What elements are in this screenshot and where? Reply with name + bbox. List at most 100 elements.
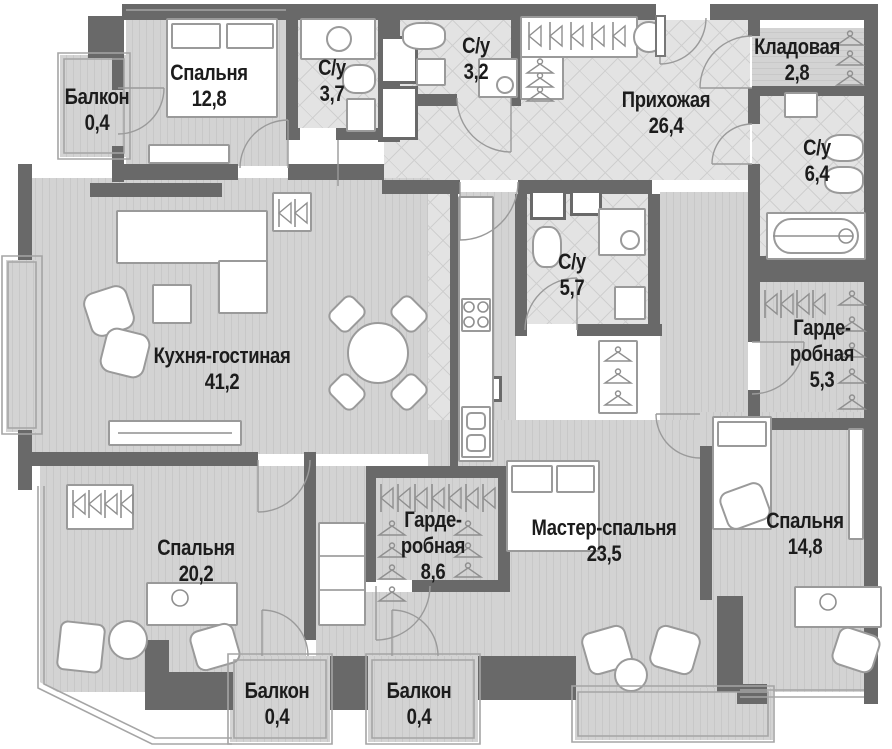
room-label-wardrobe-2: Гарде-робная 8,6 bbox=[386, 507, 480, 585]
wall bbox=[286, 14, 298, 136]
shelf-unit bbox=[318, 522, 366, 626]
sink bbox=[346, 98, 376, 132]
wall bbox=[864, 4, 878, 704]
wall bbox=[748, 390, 760, 420]
room-label-kitchen-living: Кухня-гостиная 41,2 bbox=[154, 343, 291, 395]
closet bbox=[598, 340, 638, 414]
sink-basin bbox=[466, 434, 486, 452]
room-area: 3,2 bbox=[463, 59, 489, 84]
room-name: Кухня-гостиная bbox=[153, 343, 291, 368]
room-area: 3,7 bbox=[319, 81, 345, 106]
room-area: 14,8 bbox=[787, 534, 823, 559]
pillow bbox=[556, 465, 595, 493]
wall bbox=[145, 672, 233, 710]
room-name: Прихожая bbox=[621, 87, 711, 112]
wall bbox=[90, 183, 222, 197]
wall bbox=[18, 164, 32, 260]
pouf bbox=[633, 21, 665, 53]
wall bbox=[648, 194, 660, 336]
sofa bbox=[116, 210, 268, 264]
wall bbox=[304, 452, 316, 640]
room-label-balcony-bottom-2: Балкон 0,4 bbox=[387, 678, 452, 730]
room-area: 5,3 bbox=[809, 367, 835, 392]
desk bbox=[794, 586, 882, 628]
wall bbox=[288, 164, 384, 180]
wall bbox=[717, 596, 743, 692]
room-name: Гарде-робная bbox=[400, 507, 466, 558]
toilet bbox=[824, 134, 864, 162]
wall bbox=[748, 164, 760, 342]
floor-bay-window bbox=[6, 260, 38, 432]
wall bbox=[122, 164, 238, 180]
wall bbox=[22, 452, 258, 466]
vent-shaft bbox=[380, 86, 418, 140]
room-area: 41,2 bbox=[204, 369, 240, 394]
washer-drum bbox=[326, 26, 352, 52]
vent-shaft bbox=[530, 190, 566, 220]
closet bbox=[272, 192, 312, 232]
wardrobe bbox=[848, 428, 864, 540]
pillow bbox=[717, 421, 767, 447]
toilet bbox=[342, 64, 376, 94]
coffee-table bbox=[152, 284, 192, 324]
room-area: 23,5 bbox=[586, 541, 622, 566]
toilet bbox=[402, 22, 446, 50]
sink bbox=[784, 92, 818, 118]
room-name: С/у bbox=[318, 55, 346, 80]
room-label-bathroom-3: С/у 6,4 bbox=[803, 135, 831, 187]
wall bbox=[515, 194, 527, 336]
wall bbox=[752, 256, 866, 282]
wall bbox=[577, 324, 662, 336]
wall bbox=[450, 192, 458, 466]
room-name: Балкон bbox=[244, 678, 310, 703]
room-name: Балкон bbox=[386, 678, 452, 703]
armchair bbox=[55, 619, 107, 675]
room-area: 2,8 bbox=[784, 60, 810, 85]
toilet bbox=[824, 166, 864, 194]
wall bbox=[330, 656, 368, 710]
room-name: Спальня bbox=[157, 535, 235, 560]
room-name: Спальня bbox=[170, 60, 248, 85]
dresser bbox=[148, 144, 230, 164]
room-label-balcony-top-left: Балкон 0,4 bbox=[65, 84, 130, 136]
washing-machine bbox=[300, 18, 376, 60]
room-name: С/у bbox=[558, 249, 586, 274]
sink-basin bbox=[466, 412, 486, 430]
closet bbox=[520, 56, 564, 100]
entrance-gap bbox=[656, 4, 710, 20]
wall bbox=[748, 18, 760, 36]
room-name: Кладовая bbox=[754, 34, 840, 59]
wall bbox=[412, 580, 508, 592]
wall bbox=[286, 128, 300, 140]
room-label-bathroom-4: С/у 5,7 bbox=[558, 249, 586, 301]
wall bbox=[752, 418, 866, 430]
stove bbox=[461, 298, 491, 332]
room-area: 0,4 bbox=[406, 704, 432, 729]
wall bbox=[366, 478, 376, 582]
room-name: Спальня bbox=[766, 508, 844, 533]
pillow bbox=[171, 23, 221, 49]
room-label-bathroom-1: С/у 3,7 bbox=[318, 55, 346, 107]
room-name: С/у bbox=[462, 33, 490, 58]
wall bbox=[515, 324, 527, 336]
floor-corridor-right bbox=[660, 192, 748, 422]
room-name: Мастер-спальня bbox=[531, 515, 677, 540]
wall bbox=[737, 684, 767, 704]
sofa-chaise bbox=[218, 260, 268, 314]
room-area: 6,4 bbox=[804, 161, 830, 186]
room-area: 8,6 bbox=[420, 559, 446, 584]
room-area: 20,2 bbox=[178, 561, 214, 586]
wall bbox=[478, 656, 576, 700]
bevel-mask bbox=[28, 682, 158, 749]
shower-drain bbox=[620, 230, 640, 250]
wall bbox=[748, 88, 760, 124]
closet bbox=[520, 16, 638, 58]
pillow bbox=[226, 23, 274, 49]
room-area: 0,4 bbox=[84, 110, 110, 135]
bathtub-basin bbox=[773, 218, 859, 254]
room-area: 12,8 bbox=[191, 86, 227, 111]
room-area: 0,4 bbox=[264, 704, 290, 729]
wardrobe bbox=[66, 484, 134, 530]
wall bbox=[382, 180, 460, 194]
